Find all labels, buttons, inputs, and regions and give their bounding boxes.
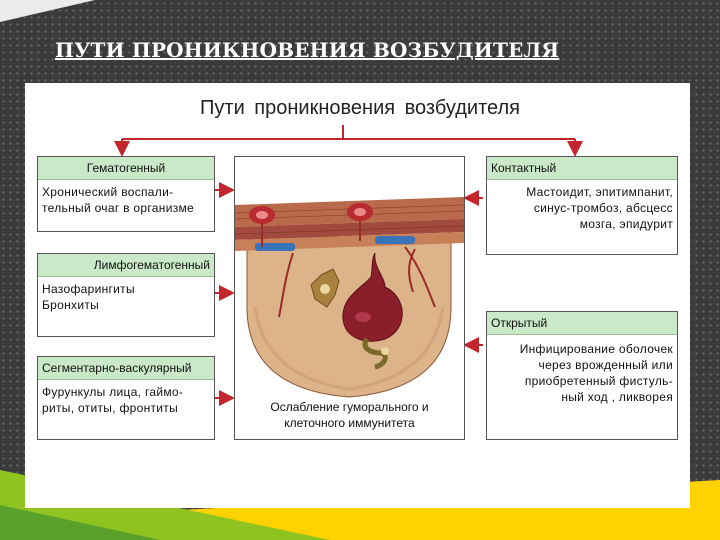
slide-title: ПУТИ ПРОНИКНОВЕНИЯ ВОЗБУДИТЕЛЯ [55, 38, 559, 62]
route-header: Гематогенный [38, 157, 214, 180]
route-box-hematogenous: Гематогенный Хронический воспали- тельны… [37, 156, 215, 232]
brain-membranes-illustration-box: Ослабление гуморального и клеточного имм… [234, 156, 465, 440]
diagram-panel: Пути проникновения возбудителя Гематоген… [25, 83, 690, 508]
meninges-illustration [235, 157, 464, 439]
route-header: Контактный [487, 157, 677, 180]
route-box-segmental-vascular: Сегментарно-васкулярный Фурункулы лица, … [37, 356, 215, 440]
route-description: Инфицирование оболочек через врожденный … [487, 335, 677, 409]
route-description: Фурункулы лица, гаймо- риты, отиты, фрон… [38, 380, 214, 420]
route-box-contact: Контактный Мастоидит, эпитимпанит, синус… [486, 156, 678, 255]
center-caption: Ослабление гуморального и клеточного имм… [235, 399, 464, 431]
route-header: Открытый [487, 312, 677, 335]
route-box-lymphohematogenous: Лимфогематогенный Назофарингиты Бронхиты [37, 253, 215, 337]
route-description: Назофарингиты Бронхиты [38, 277, 214, 317]
route-description: Мастоидит, эпитимпанит, синус-тромбоз, а… [487, 180, 677, 236]
route-box-open: Открытый Инфицирование оболочек через вр… [486, 311, 678, 440]
route-header: Сегментарно-васкулярный [38, 357, 214, 380]
route-description: Хронический воспали- тельный очаг в орга… [38, 180, 214, 220]
route-header: Лимфогематогенный [38, 254, 214, 277]
